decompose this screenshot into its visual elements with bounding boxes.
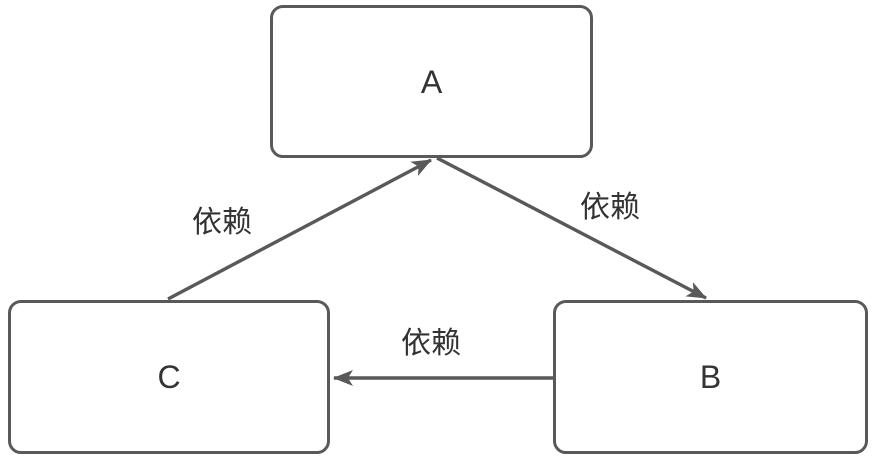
edge-label-c-to-a: 依赖 — [190, 206, 254, 239]
edge-label-b-to-c: 依赖 — [399, 327, 463, 360]
edge-a-to-b[interactable] — [436, 156, 707, 300]
edge-c-to-a[interactable] — [167, 158, 432, 301]
node-c[interactable]: C — [8, 300, 330, 454]
node-c-label: C — [157, 359, 181, 395]
node-b-label: B — [699, 359, 722, 395]
node-a[interactable]: A — [270, 5, 593, 158]
node-b[interactable]: B — [553, 300, 868, 454]
node-a-label: A — [420, 63, 443, 100]
edge-label-a-to-b: 依赖 — [578, 191, 642, 224]
